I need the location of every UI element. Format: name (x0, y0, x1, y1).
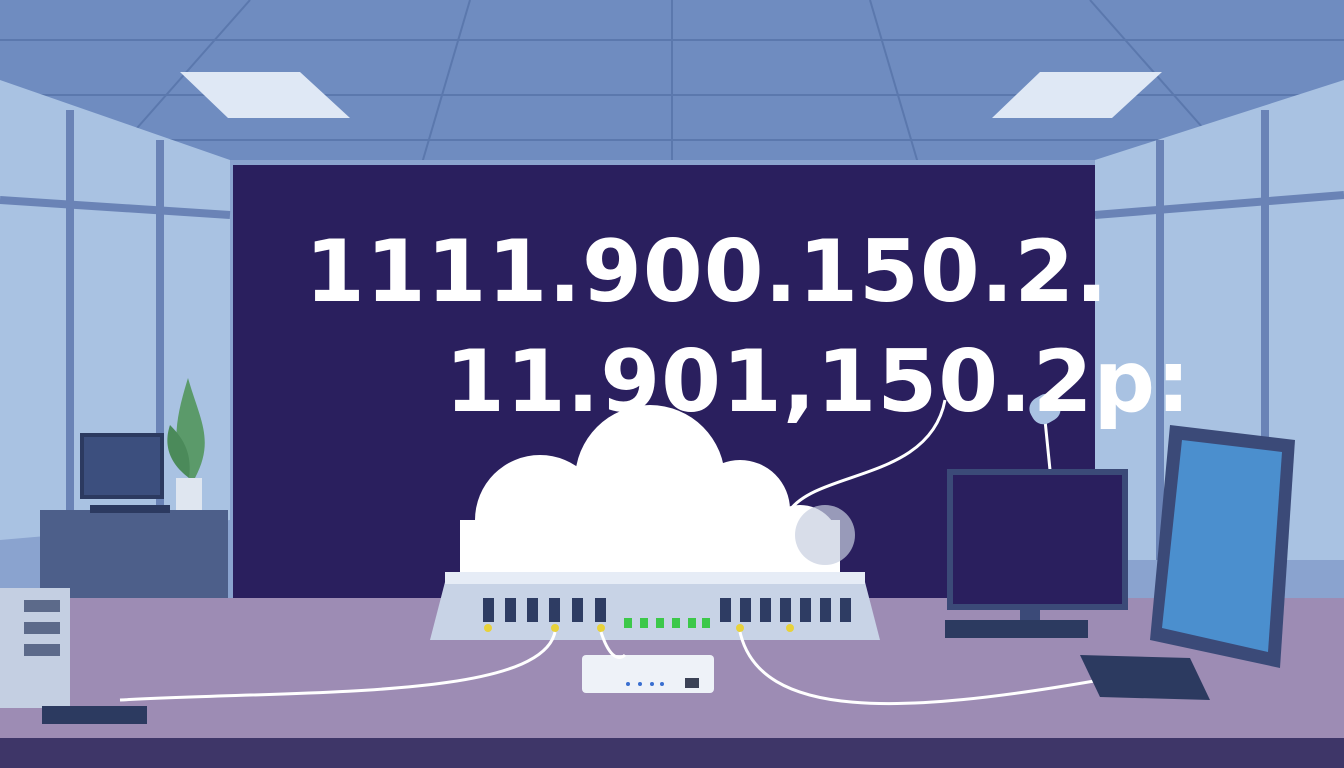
center-monitor (945, 469, 1128, 638)
router (582, 655, 714, 693)
ip-address-line-2: 11.901,150.2p: (445, 332, 1192, 432)
network-switch (430, 572, 880, 640)
left-keyboard (90, 505, 170, 513)
ceiling-light-right (992, 72, 1162, 118)
right-monitor (1080, 425, 1295, 700)
plant (167, 378, 205, 510)
camera-icon (1029, 393, 1061, 425)
cables (119, 399, 1101, 706)
window-left (0, 80, 231, 540)
left-monitor (80, 433, 164, 499)
side-desk (40, 510, 228, 600)
ip-address-line-1: 1111.900.150.2. (305, 222, 1109, 322)
pc-tower (0, 588, 147, 724)
desk-edge (0, 738, 1344, 768)
ceiling-light-left (180, 72, 350, 118)
cloud-icon (460, 405, 840, 585)
cloud-shadow (795, 505, 855, 565)
